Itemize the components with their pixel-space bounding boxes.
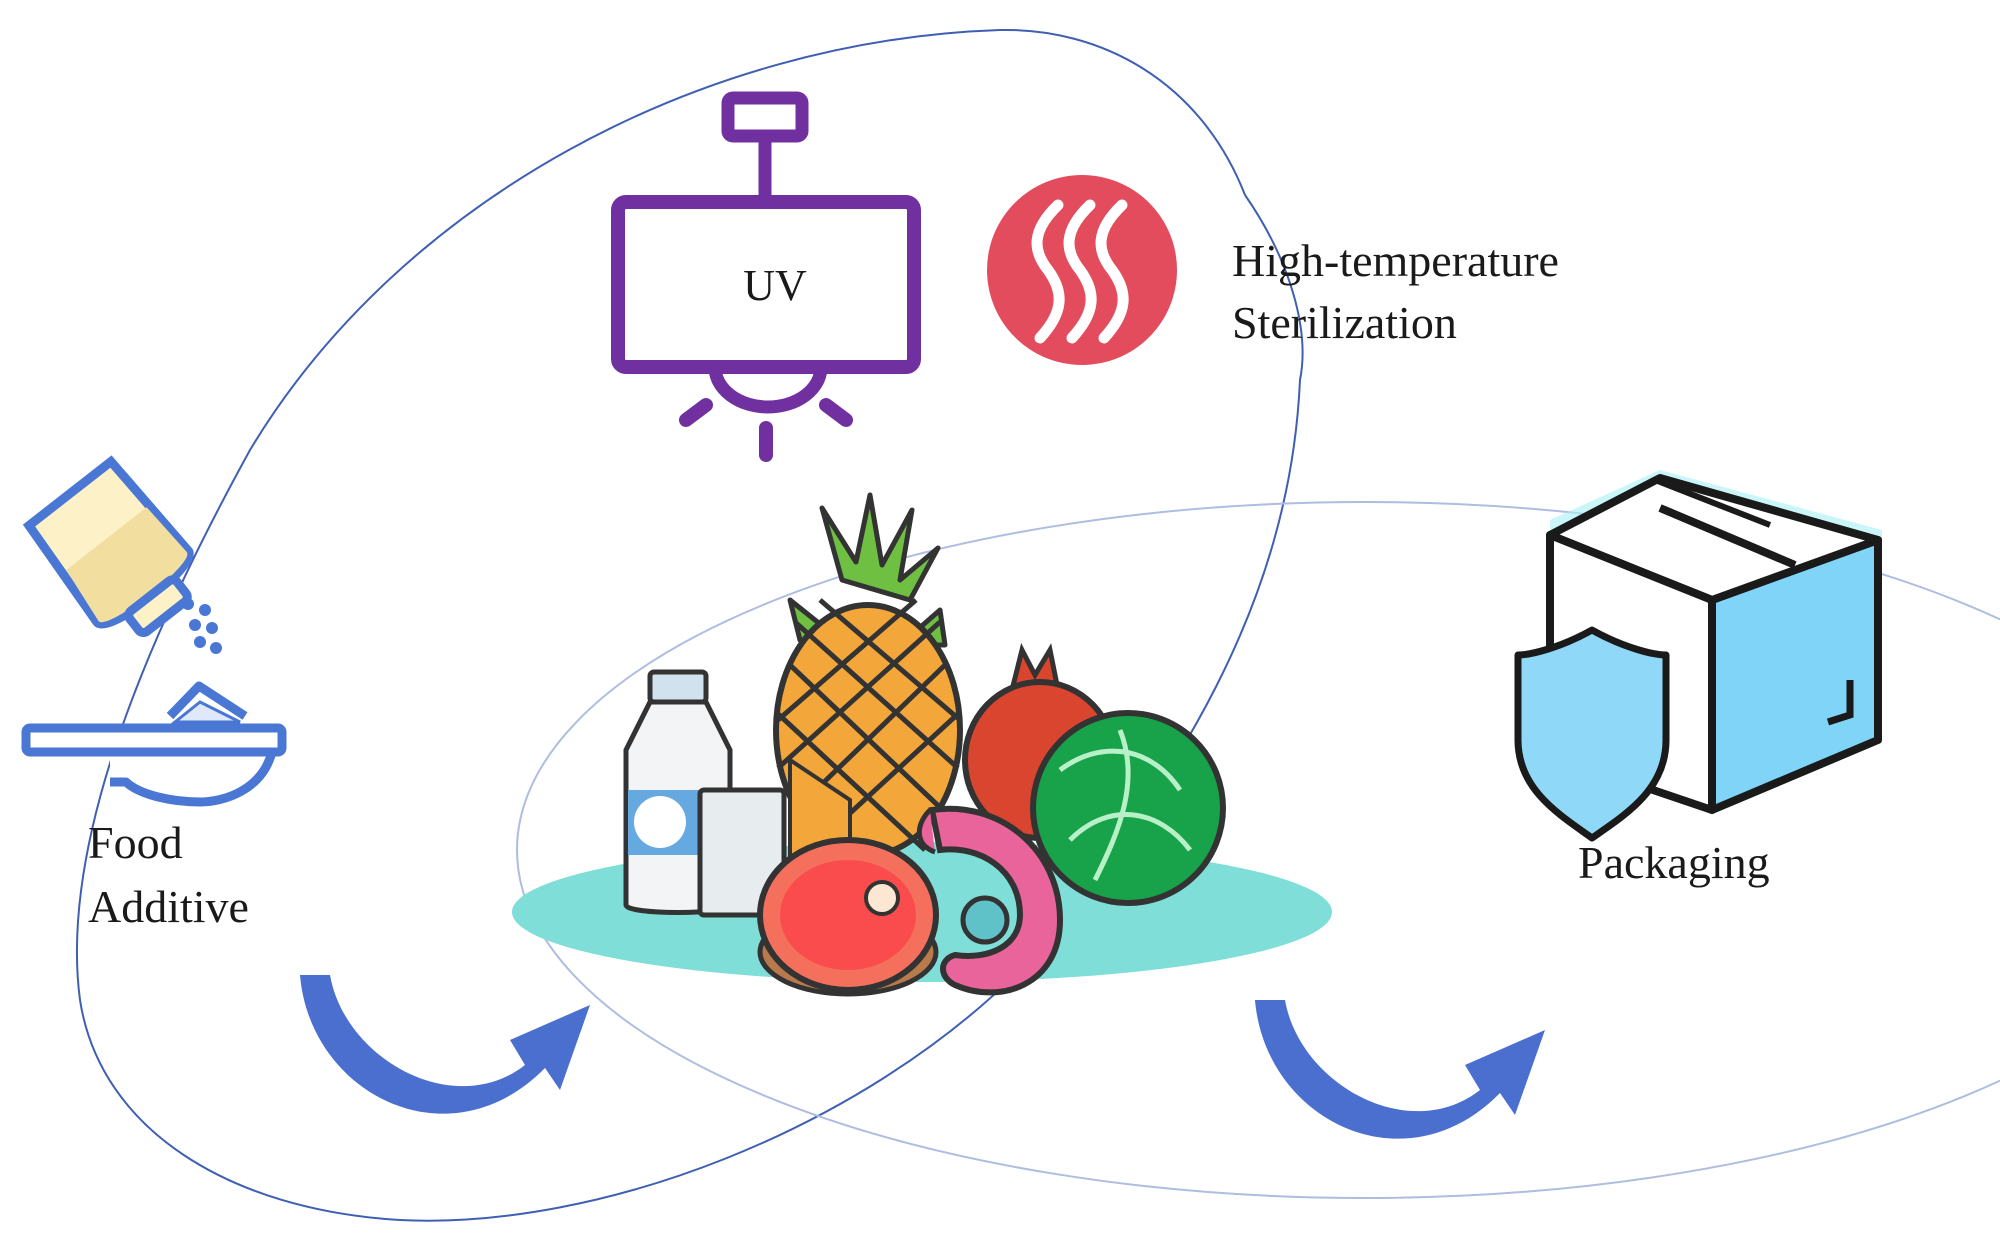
high-temp-label-line2: Sterilization: [1232, 297, 1457, 348]
high-temp-label-line1: High-temperature: [1232, 235, 1559, 286]
cabbage-icon: [1030, 710, 1226, 906]
process-loop-large: [75, 28, 1304, 1222]
shield-icon: [1514, 626, 1670, 842]
food-additive-label-line1: Food: [88, 817, 183, 868]
meat-icon: [757, 837, 939, 997]
salt-shaker-icon: [22, 455, 222, 654]
process-loop-small: [516, 501, 2000, 1199]
food-group-icon: [512, 492, 1332, 997]
uv-lamp-icon: [611, 91, 921, 462]
bowl-icon: [21, 681, 287, 807]
steam-icon: [987, 175, 1177, 365]
milk-bottle-icon: [623, 669, 787, 918]
arrow-left: [300, 975, 590, 1114]
packaging-label: Packaging: [1578, 837, 1770, 888]
uv-label: UV: [743, 261, 807, 310]
arrow-right: [1255, 1000, 1545, 1139]
pineapple-icon: [773, 492, 963, 902]
food-additive-label-line2: Additive: [88, 881, 249, 932]
shrimp-icon: [916, 805, 1064, 996]
